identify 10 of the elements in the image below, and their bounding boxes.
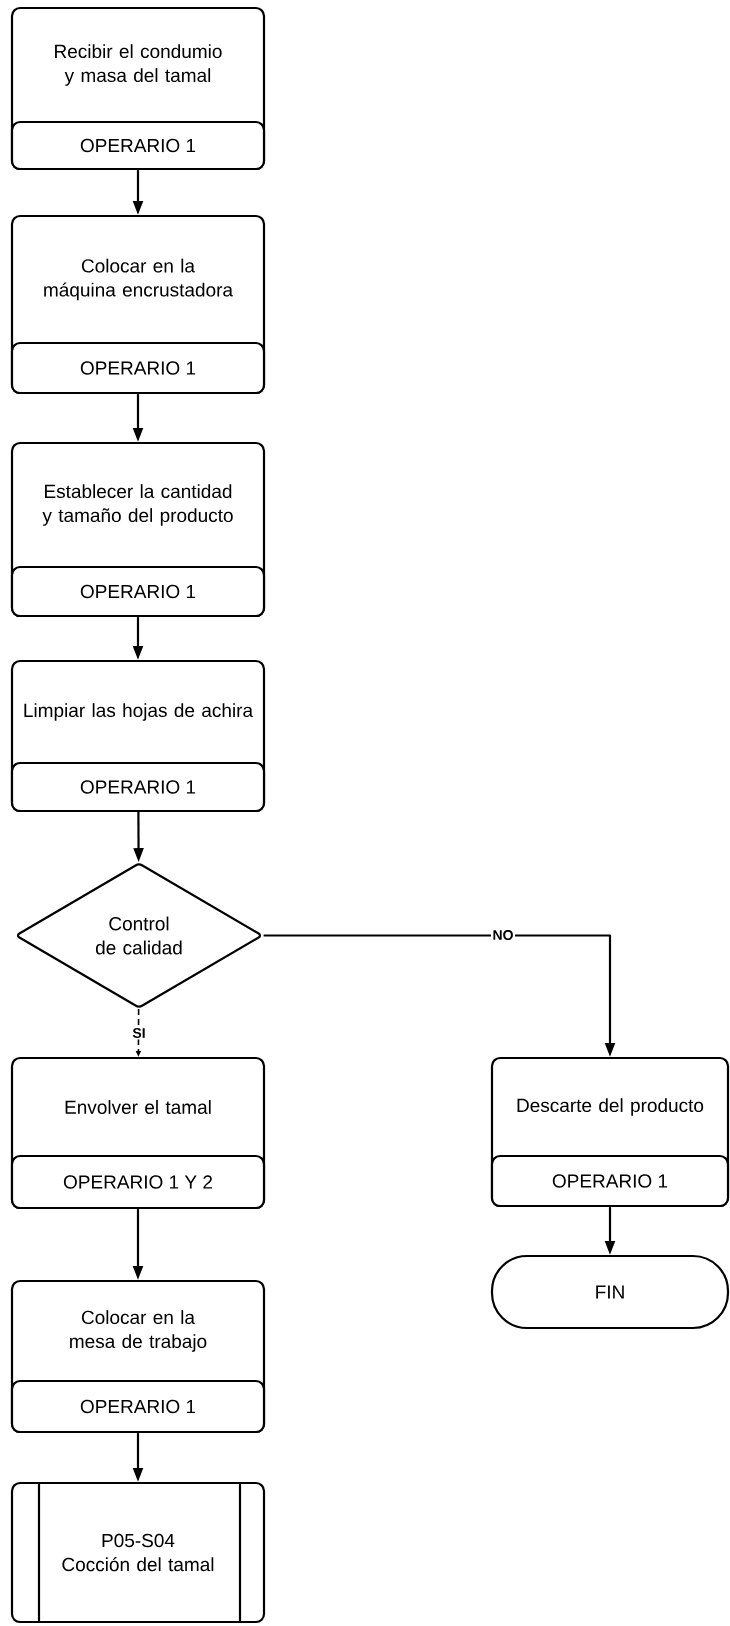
role-band: OPERARIO 1 — [10, 341, 266, 395]
subprocess-box: P05-S04 Cocción del tamal — [10, 1481, 266, 1624]
role-band: OPERARIO 1 — [490, 1154, 730, 1208]
role-band: OPERARIO 1 — [10, 1379, 266, 1434]
edge-label: SI — [130, 1026, 148, 1040]
edge-label: NO — [491, 928, 515, 942]
role-band: OPERARIO 1 — [10, 565, 266, 618]
role-band: OPERARIO 1 — [10, 761, 266, 813]
role-band: OPERARIO 1 Y 2 — [10, 1154, 266, 1210]
role-band: OPERARIO 1 — [10, 120, 266, 171]
